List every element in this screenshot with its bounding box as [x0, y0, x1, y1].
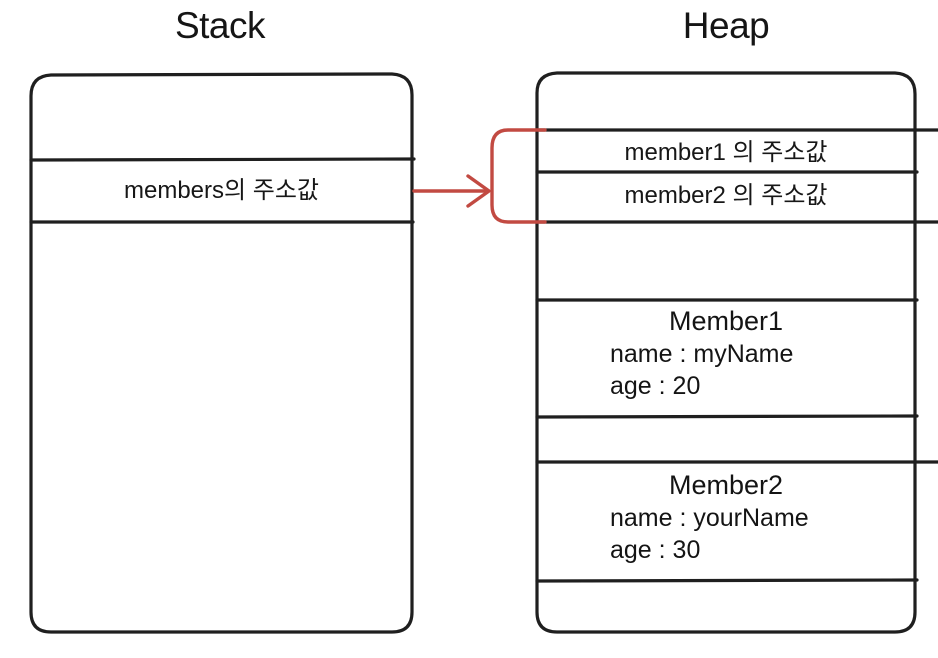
heap-object-member2-field-name: name : yourName	[610, 504, 809, 533]
heap-divider-5	[535, 414, 919, 419]
heap-object-member2-title: Member2	[668, 470, 784, 500]
heap-title: Heap	[682, 5, 770, 46]
heap-object-member1-title: Member1	[668, 306, 784, 336]
stack-members-reference-label: members의 주소값	[123, 177, 319, 204]
heap-object-member1: Member1 name : myName age : 20	[537, 306, 915, 402]
heap-object-member1-field-age: age : 20	[610, 371, 701, 400]
heap-object-member1-field-name: name : myName	[610, 340, 794, 369]
heap-divider-7	[535, 578, 919, 583]
stack-title: Stack	[174, 5, 266, 46]
arrow-head-icon	[466, 174, 491, 208]
heap-object-member2: Member2 name : yourName age : 30	[537, 470, 915, 566]
members-to-array-arrow	[412, 128, 547, 224]
stack-divider-1	[29, 157, 416, 162]
heap-member1-reference-label: member1 의 주소값	[624, 139, 828, 166]
heap-member2-reference-label: member2 의 주소값	[624, 182, 828, 209]
heap-object-member2-field-age: age : 30	[610, 535, 701, 564]
stack-region-box	[29, 72, 414, 634]
